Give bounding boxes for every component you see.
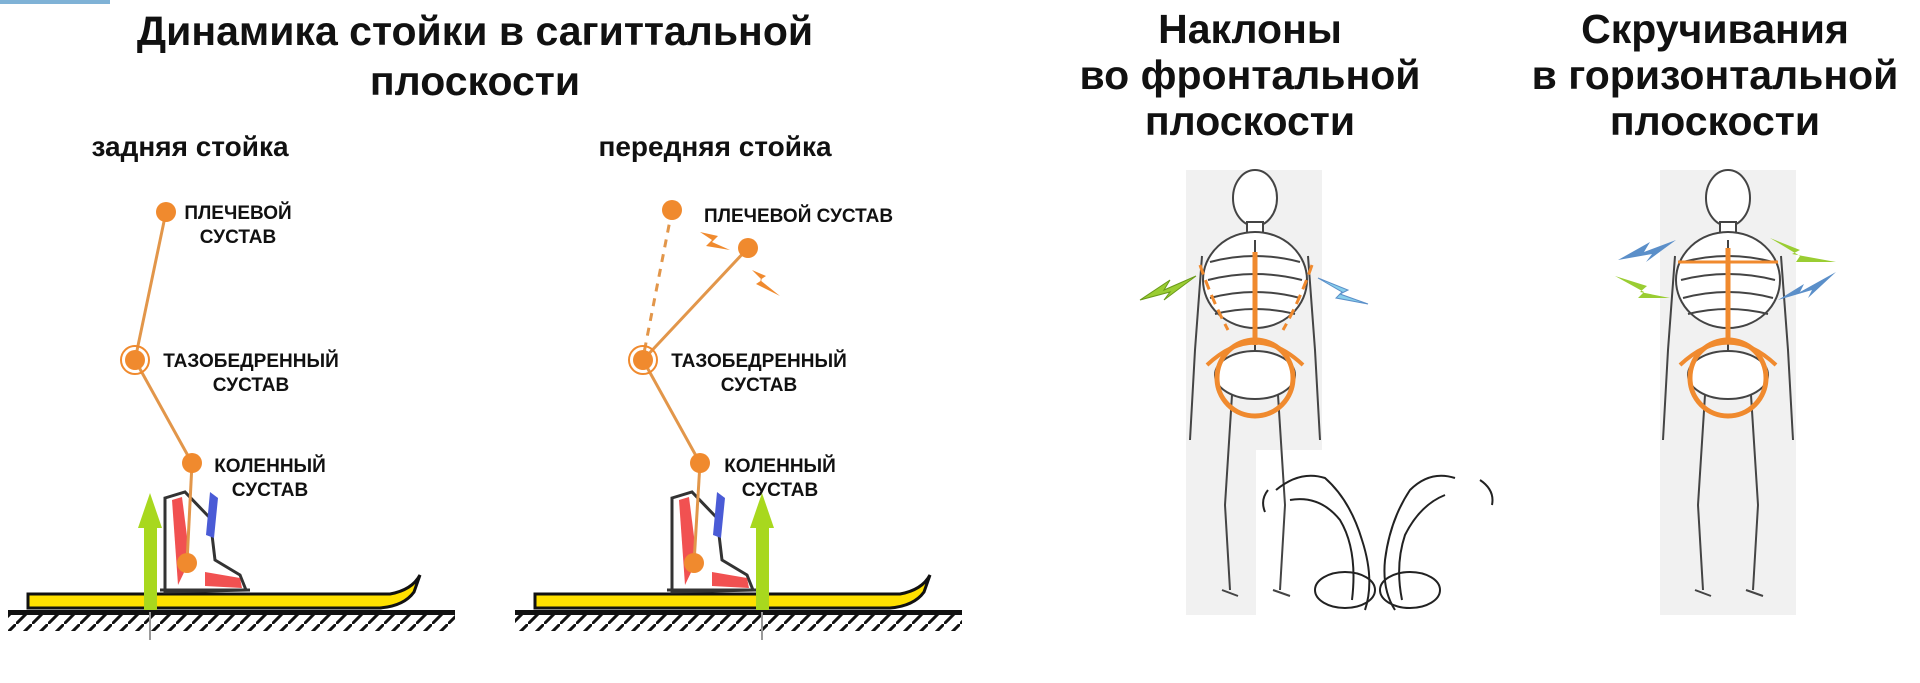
front-torso-previous	[641, 209, 674, 359]
back-hip-joint-ring	[120, 345, 150, 375]
frontal-title-line2: во фронтальной	[1079, 52, 1421, 98]
back-ground-hatch	[8, 615, 455, 631]
front-force-arrow	[750, 493, 774, 640]
front-hip-label: ТАЗОБЕДРЕННЫЙ СУСТАВ	[654, 350, 864, 398]
front-shoulder-label: ПЛЕЧЕВОЙ СУСТАВ	[704, 206, 894, 227]
back-shoulder-label-line2: СУСТАВ	[199, 227, 277, 248]
front-knee-ankle-segment	[692, 462, 702, 564]
back-shoulder-hip-segment	[133, 211, 168, 361]
front-hip-knee-segment	[641, 359, 702, 464]
horizontal-skeleton-figure	[1615, 169, 1836, 615]
back-knee-label: КОЛЕННЫЙ СУСТАВ	[200, 455, 340, 503]
back-knee-label-line1: КОЛЕННЫЙ	[214, 456, 326, 477]
back-hip-knee-segment	[133, 359, 194, 464]
lightning-icon	[700, 232, 730, 250]
horizontal-title: Скручивания в горизонтальной плоскости	[1510, 6, 1920, 144]
lightning-icon	[1618, 240, 1676, 262]
horizontal-title-line1: Скручивания	[1581, 6, 1849, 52]
back-knee-joint	[182, 453, 202, 473]
horizontal-pelvis-arc	[1678, 340, 1778, 367]
front-ground-hatch	[515, 615, 962, 631]
lightning-icon	[1317, 277, 1369, 305]
lightning-icon	[1778, 272, 1836, 300]
front-shoulder-hip-segment	[641, 246, 750, 362]
sagittal-title-line2: плоскости	[369, 58, 581, 104]
front-hip-label-line2: СУСТАВ	[720, 375, 798, 396]
lightning-icon	[1139, 275, 1197, 301]
lightning-icon	[1615, 276, 1670, 298]
front-shoulder-joint	[738, 238, 758, 258]
frontal-title: Наклоны во фронтальной плоскости	[1050, 6, 1450, 144]
back-stance-title: задняя стойка	[91, 131, 289, 162]
front-knee-joint	[690, 453, 710, 473]
front-ski	[533, 574, 932, 610]
back-ski	[26, 574, 422, 610]
back-hip-label: ТАЗОБЕДРЕННЫЙ СУСТАВ	[146, 350, 356, 398]
ski-boot-icon	[160, 490, 250, 594]
back-hip-label-line1: ТАЗОБЕДРЕННЫЙ	[163, 351, 339, 372]
frontal-left-bend-line	[1198, 264, 1230, 331]
front-knee-label-line1: КОЛЕННЫЙ	[724, 456, 836, 477]
front-hip-joint-ring	[628, 345, 658, 375]
frontal-skeleton-figure	[1139, 169, 1504, 620]
back-knee-ankle-segment	[185, 462, 194, 564]
front-stance-diagram	[515, 200, 962, 640]
back-hip-label-line2: СУСТАВ	[212, 375, 290, 396]
lightning-icon	[752, 270, 780, 296]
sagittal-title: Динамика стойки в сагиттальной плоскости	[60, 6, 890, 106]
front-knee-label-line2: СУСТАВ	[741, 480, 819, 501]
back-ground-line	[8, 610, 455, 615]
horizontal-title-line2: в горизонтальной	[1531, 52, 1899, 98]
front-hip-joint	[633, 350, 653, 370]
horizontal-title-line3: плоскости	[1609, 98, 1821, 144]
frontal-title-line3: плоскости	[1144, 98, 1356, 144]
back-hip-joint	[125, 350, 145, 370]
front-knee-label: КОЛЕННЫЙ СУСТАВ	[710, 455, 850, 503]
lightning-icon	[1770, 238, 1836, 262]
front-ankle-joint	[684, 553, 704, 573]
frontal-right-bend-line	[1281, 264, 1314, 331]
spine-curve-icon	[1262, 474, 1494, 611]
ski-boot-icon	[667, 490, 757, 594]
front-stance-title: передняя стойка	[598, 131, 832, 162]
back-force-arrow	[138, 493, 162, 640]
back-shoulder-label-line1: ПЛЕЧЕВОЙ	[184, 203, 292, 224]
back-shoulder-label: ПЛЕЧЕВОЙ СУСТАВ	[168, 202, 308, 250]
frontal-title-line1: Наклоны	[1158, 6, 1342, 52]
back-knee-label-line2: СУСТАВ	[231, 480, 309, 501]
back-ankle-joint	[177, 553, 197, 573]
back-stance-diagram	[8, 202, 455, 640]
front-hip-label-line1: ТАЗОБЕДРЕННЫЙ	[671, 351, 847, 372]
back-shoulder-joint	[156, 202, 176, 222]
front-shoulder-previous-joint	[662, 200, 682, 220]
horizontal-pelvis-ring	[1687, 337, 1769, 419]
sagittal-title-line1: Динамика стойки в сагиттальной	[136, 8, 814, 54]
front-ground-line	[515, 610, 962, 615]
corner-accent	[0, 0, 110, 4]
